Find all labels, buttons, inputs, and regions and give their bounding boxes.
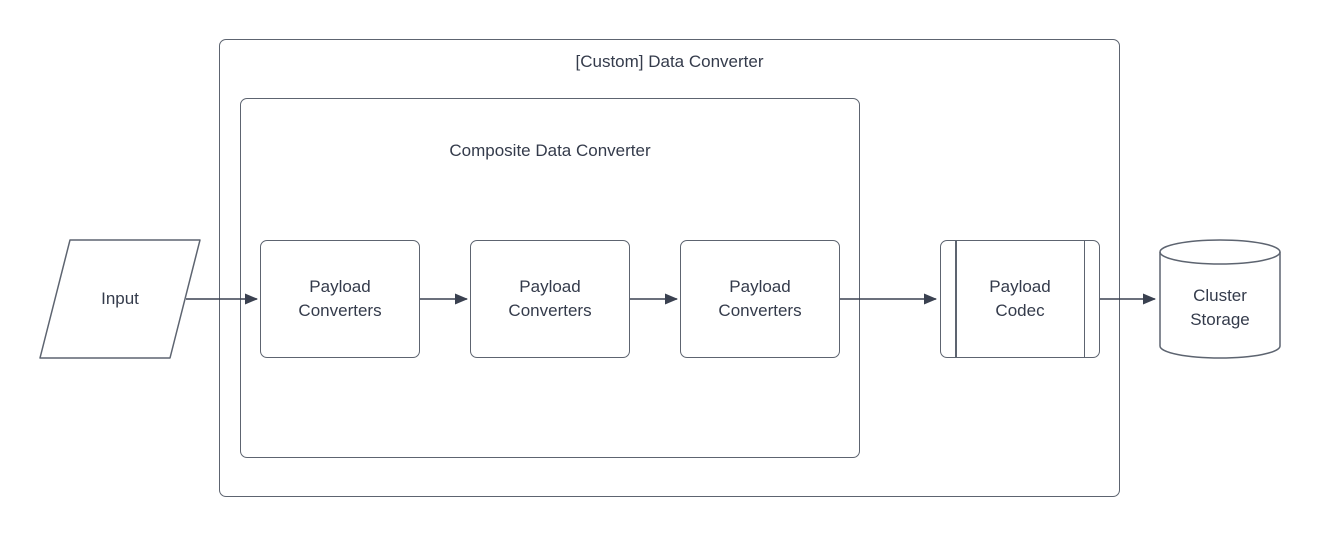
container-custom-data-converter[interactable]: [Custom] Data Converter <box>219 39 1120 497</box>
node-payload-converters-2[interactable]: Payload Converters <box>470 240 630 358</box>
node-cluster-storage-label: Cluster Storage <box>1190 286 1250 329</box>
node-input-shape[interactable] <box>39 239 201 359</box>
container-composite-data-converter[interactable]: Composite Data Converter <box>240 98 860 458</box>
node-payload-converters-3[interactable]: Payload Converters <box>680 240 840 358</box>
container-composite-data-converter-label: Composite Data Converter <box>449 141 651 160</box>
codec-right-bar <box>1083 241 1085 357</box>
container-custom-data-converter-label: [Custom] Data Converter <box>575 52 764 71</box>
node-payload-converters-2-label: Payload Converters <box>508 277 592 320</box>
node-input-label: Input <box>101 289 139 308</box>
node-payload-converters-1[interactable]: Payload Converters <box>260 240 420 358</box>
node-payload-codec-label: Payload Codec <box>989 277 1051 320</box>
codec-left-bar <box>955 241 957 357</box>
node-payload-codec[interactable]: Payload Codec <box>940 240 1100 358</box>
node-payload-converters-1-label: Payload Converters <box>298 277 382 320</box>
node-payload-converters-3-label: Payload Converters <box>718 277 802 320</box>
node-cluster-storage-shape[interactable] <box>1159 239 1281 359</box>
